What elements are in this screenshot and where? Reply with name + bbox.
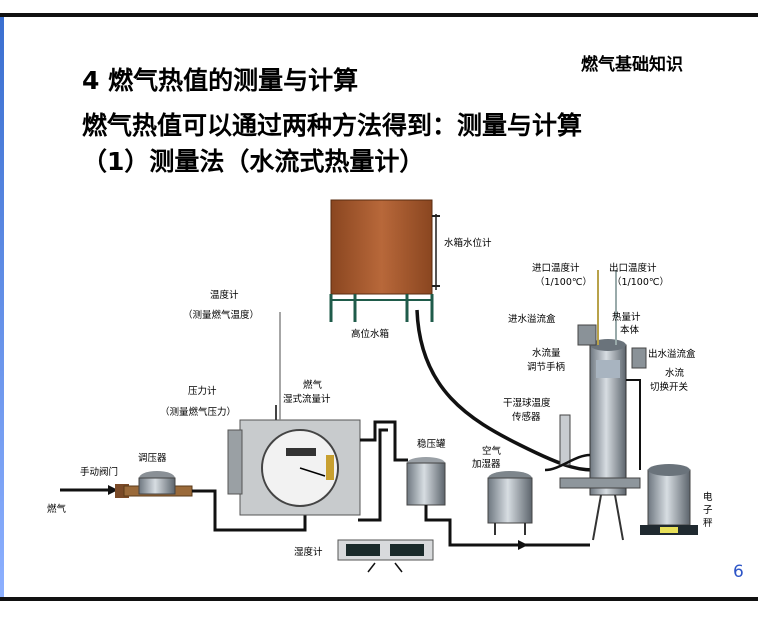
thermometer-note: （测量燃气温度） — [183, 309, 259, 321]
slide-title: 4 燃气热值的测量与计算 — [82, 66, 359, 95]
outlet-overflow-label: 出水溢流盒 — [648, 348, 696, 360]
high-water-tank — [329, 199, 440, 322]
thermometer-label: 温度计 — [210, 289, 239, 301]
scale-label-3: 秤 — [703, 518, 713, 529]
scale-label-2: 子 — [703, 505, 713, 516]
page-number: 6 — [733, 562, 744, 582]
drywet-label-2: 传感器 — [512, 411, 541, 423]
pressure-gauge-note: （测量燃气压力） — [160, 406, 236, 418]
humidifier-label-2: 加湿器 — [472, 459, 501, 470]
hygrometer — [337, 539, 434, 573]
outlet-thermometer-range: （1/100℃） — [612, 276, 669, 288]
water-switch-label-2: 切换开关 — [650, 381, 689, 393]
water-switch-label-1: 水流 — [665, 367, 685, 379]
air-humidifier — [487, 471, 533, 535]
outlet-thermometer-label: 出口温度计 — [609, 262, 657, 274]
stabilizer-label: 稳压罐 — [417, 438, 446, 450]
flow-adjust-label-1: 水流量 — [532, 347, 561, 359]
inlet-thermometer-label: 进口温度计 — [532, 262, 580, 274]
drywet-sensor — [559, 414, 571, 466]
pressure-stabilizer — [406, 457, 446, 506]
calorimeter-label-2: 本体 — [620, 324, 640, 336]
hygrometer-label: 湿度计 — [294, 546, 323, 558]
tank-level-gauge-label: 水箱水位计 — [444, 237, 492, 249]
flow-adjust-label-2: 调节手柄 — [527, 361, 565, 373]
manual-valve-label: 手动阀门 — [80, 466, 118, 478]
regulator-label: 调压器 — [138, 453, 167, 464]
top-border-bar — [0, 13, 758, 17]
wet-gas-flowmeter — [227, 419, 361, 516]
gas-label: 燃气 — [47, 503, 67, 515]
scale-label-1: 电 — [703, 491, 713, 503]
pressure-gauge-label: 压力计 — [188, 385, 217, 397]
left-accent-bar — [0, 17, 4, 597]
method-heading: （1）测量法（水流式热量计） — [82, 147, 425, 176]
brand-label: 燃气基础知识 — [581, 55, 683, 75]
gas-inlet-arrow — [108, 485, 118, 495]
calorimeter-label-1: 热量计 — [612, 311, 641, 323]
inlet-overflow-label: 进水溢流盒 — [508, 313, 556, 325]
slide-subtitle: 燃气热值可以通过两种方法得到：测量与计算 — [82, 111, 583, 140]
inlet-overflow-box — [577, 324, 597, 346]
electronic-scale — [640, 464, 698, 535]
humidifier-label-1: 空气 — [482, 445, 502, 457]
outlet-overflow-box — [631, 347, 647, 369]
bottom-border-bar — [0, 597, 758, 601]
drywet-label-1: 干湿球温度 — [503, 397, 551, 409]
high-water-tank-label: 高位水箱 — [351, 328, 389, 340]
calorimeter-body — [559, 270, 641, 541]
flow-arrow — [518, 540, 528, 550]
flowmeter-label-2: 湿式流量计 — [283, 393, 331, 405]
pressure-regulator — [138, 471, 176, 495]
flowmeter-label-1: 燃气 — [303, 379, 323, 391]
inlet-thermometer-range: （1/100℃） — [535, 276, 592, 288]
